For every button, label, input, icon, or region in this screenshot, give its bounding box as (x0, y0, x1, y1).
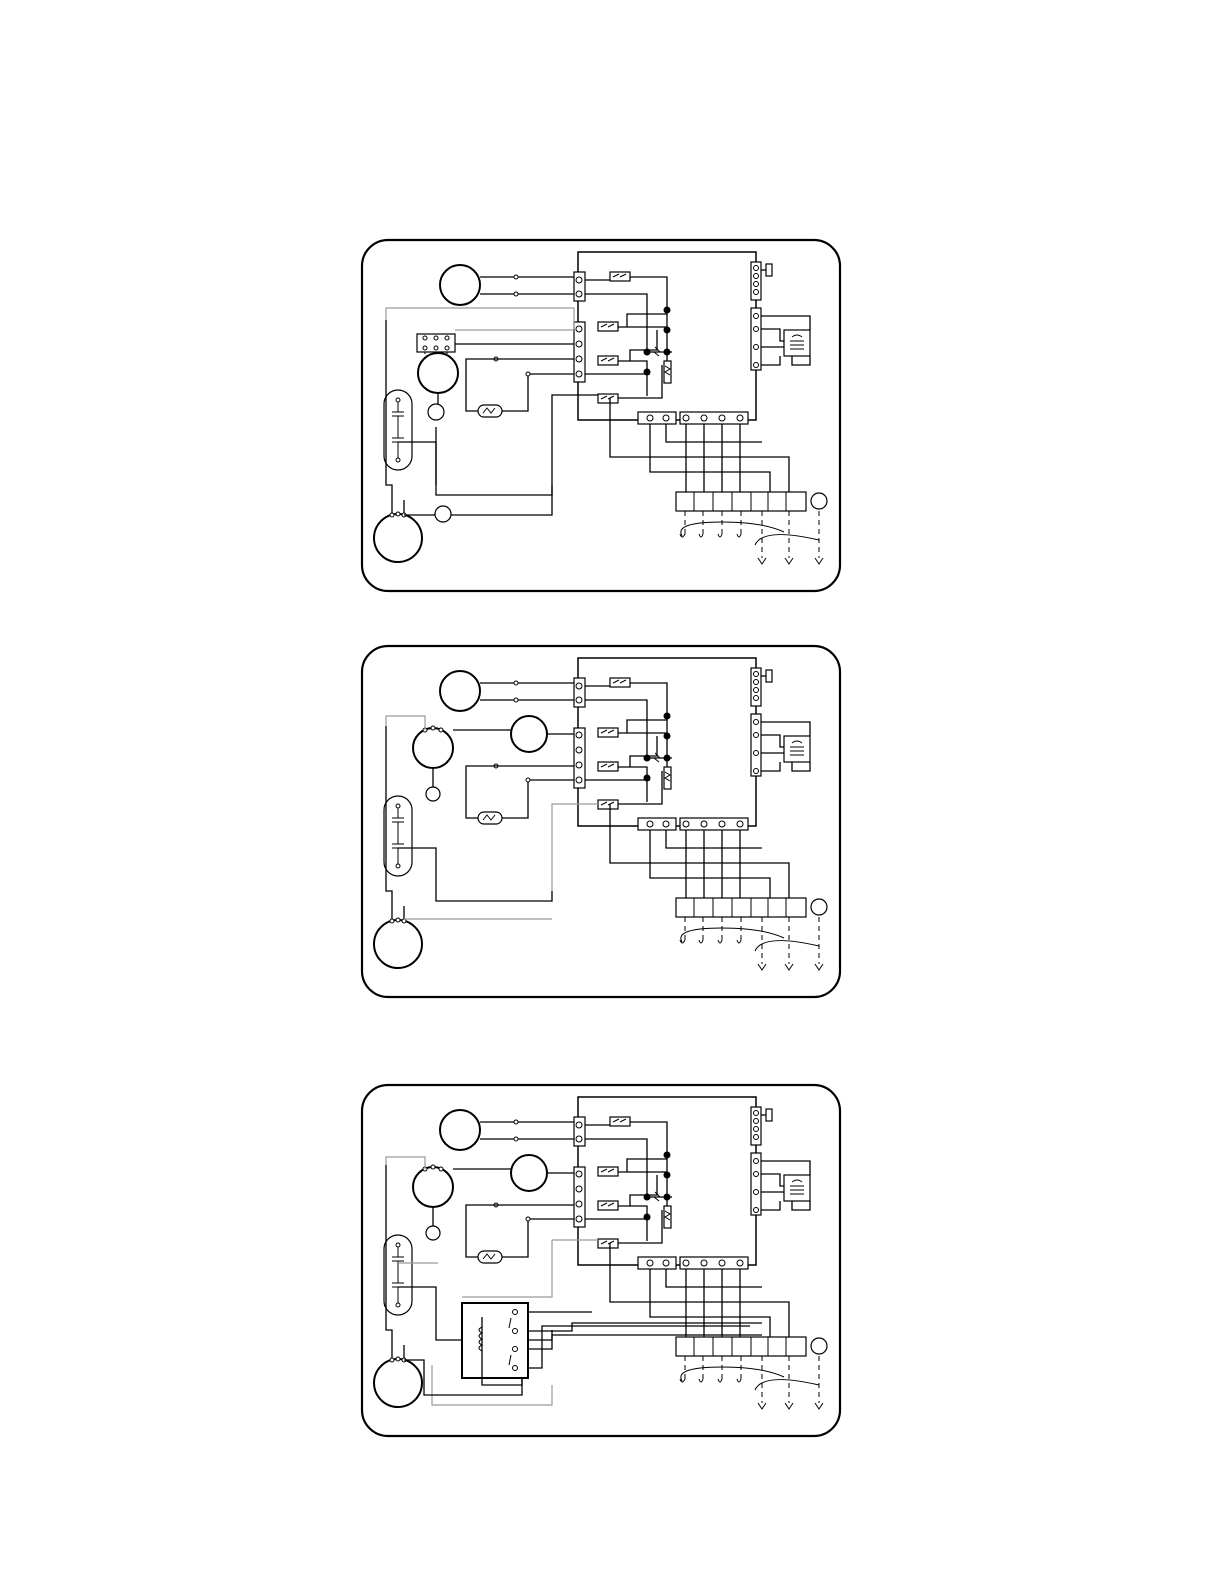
diagram-panel-3 (362, 1085, 840, 1436)
fan-motor-1 (417, 334, 458, 420)
fan-motor-2 (413, 726, 453, 801)
diagram-panel-2 (362, 646, 840, 997)
diagram-panel-1 (362, 240, 840, 591)
fan-motor-3 (413, 1165, 453, 1240)
